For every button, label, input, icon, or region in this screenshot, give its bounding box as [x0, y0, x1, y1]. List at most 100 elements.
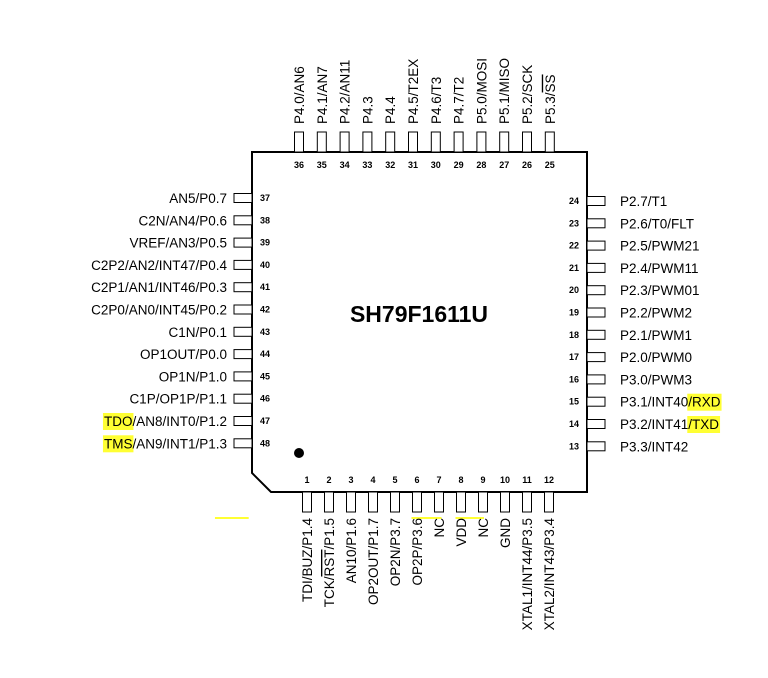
highlight-layer: [102, 393, 722, 519]
pin-30-label: P4.6/T3: [429, 77, 444, 124]
pin-46-box: [233, 393, 253, 404]
pin-20-box: [586, 285, 606, 296]
pin-39-label: VREF/AN3/P0.5: [129, 236, 227, 251]
pin-32-label: P4.4: [383, 96, 398, 124]
pin-20-number: 20: [569, 285, 579, 295]
pin-1-highlight: [214, 517, 232, 519]
pin-10-box: [500, 491, 510, 513]
pin-12-label: XTAL2/INT43/P3.4: [542, 518, 557, 631]
pin-29-number: 29: [454, 160, 464, 170]
pin-28-label: P5.0/MOSI: [474, 58, 489, 124]
pin-32-number: 32: [385, 160, 395, 170]
pin-13-box: [586, 441, 606, 452]
pin-9-box: [478, 491, 488, 513]
pin-31-label: P4.5/T2EX: [406, 59, 421, 124]
pin-22-label: P2.5/PWM21: [620, 239, 700, 254]
pin-14-label: P3.2/INT41/TXD: [620, 417, 719, 432]
pin-40-label: C2P2/AN2/INT47/P0.4: [91, 258, 227, 273]
pin-6-label: OP2P/P3.6: [410, 518, 425, 586]
pin-5-label: OP2N/P3.7: [388, 518, 403, 586]
pin-27-box: [499, 131, 510, 153]
pin-17-label: P2.0/PWM0: [620, 350, 692, 365]
pin-46-number: 46: [260, 394, 270, 404]
pin-33-box: [362, 131, 373, 153]
pin-39-box: [233, 237, 253, 248]
pin-19-label: P2.2/PWM2: [620, 306, 692, 321]
pin-43-label: C1N/P0.1: [168, 325, 227, 340]
pin-24-label: P2.7/T1: [620, 194, 667, 209]
pin-19-box: [586, 307, 606, 318]
pin-26-label: P5.2/SCK: [520, 65, 535, 124]
pin-6-box: [412, 491, 422, 513]
pin-29-box: [453, 131, 464, 153]
pin-48-box: [233, 438, 253, 449]
pin-4-box: [368, 491, 378, 513]
pin-7-highlight: [411, 517, 429, 519]
pin-2-label: TCK/RST/P1.5: [322, 518, 337, 607]
pin-boxes: [233, 131, 606, 513]
pin-35-box: [316, 131, 327, 153]
pin1-marker-dot: [294, 448, 304, 458]
pin-42-label: C2P0/AN0/INT45/P0.2: [91, 303, 227, 318]
pin-11-box: [522, 491, 532, 513]
pin-16-label: P3.0/PWM3: [620, 372, 692, 387]
pin-5-box: [390, 491, 400, 513]
pin-25-label: P5.3/SS: [543, 74, 558, 124]
pin-15-box: [586, 396, 606, 407]
pin-13-number: 13: [569, 441, 579, 451]
pin-25-number: 25: [545, 160, 555, 170]
pin-15-number: 15: [569, 397, 579, 407]
pin-37-number: 37: [260, 193, 270, 203]
pin-13-label: P3.3/INT42: [620, 439, 688, 454]
pin-38-number: 38: [260, 215, 270, 225]
pin-14-box: [586, 419, 606, 429]
pin-41-number: 41: [260, 282, 270, 292]
pin-48-number: 48: [260, 438, 270, 448]
pin-28-box: [476, 131, 487, 153]
pin-12-box: [544, 491, 554, 513]
pin-25-box: [544, 131, 555, 153]
pin-1-box: [302, 491, 312, 513]
pin-16-number: 16: [569, 374, 579, 384]
pin-37-box: [233, 193, 253, 203]
pin-21-label: P2.4/PWM11: [620, 261, 699, 276]
pin-15-highlight: [687, 393, 722, 411]
pin-2-number: 2: [326, 475, 331, 485]
pin-10-label: GND: [498, 518, 513, 548]
pin-1-label: TDI/BUZ/P1.4: [300, 518, 315, 603]
pin-27-label: P5.1/MISO: [497, 58, 512, 124]
pin-40-box: [233, 259, 253, 270]
pin-34-label: P4.2/AN11: [338, 60, 353, 124]
pin-23-box: [586, 218, 606, 229]
pin-42-box: [233, 304, 253, 315]
pin-45-number: 45: [260, 371, 270, 381]
pin-47-number: 47: [260, 416, 270, 426]
pin-17-number: 17: [569, 352, 579, 362]
pin-22-number: 22: [569, 241, 579, 251]
pin-38-label: C2N/AN4/P0.6: [138, 213, 227, 228]
pin-24-box: [586, 196, 606, 206]
pin-7-box: [434, 491, 444, 513]
pin-5-number: 5: [392, 475, 397, 485]
pin-1-number: 1: [304, 475, 309, 485]
pin-3-label: AN10/P1.6: [344, 518, 359, 583]
pin-45-label: OP1N/P1.0: [159, 369, 227, 384]
pin-3-number: 3: [348, 475, 353, 485]
pin-8-label: VDD: [454, 518, 469, 547]
pin-44-box: [233, 349, 253, 360]
pin-28-number: 28: [476, 160, 486, 170]
pin-2-highlight: [231, 517, 249, 519]
pin-14-number: 14: [569, 419, 579, 429]
pin-33-label: P4.3: [360, 96, 375, 124]
pin-14-highlight: [687, 416, 721, 433]
pin-24-number: 24: [569, 196, 579, 206]
pin-35-label: P4.1/AN7: [315, 66, 330, 124]
pin-40-number: 40: [260, 260, 270, 270]
pin-8-highlight: [424, 517, 442, 519]
pin-20-label: P2.3/PWM01: [620, 283, 700, 298]
pin-11-label: XTAL1/INT44/P3.5: [520, 518, 535, 630]
pin-15-label: P3.1/INT40/RXD: [620, 395, 721, 410]
